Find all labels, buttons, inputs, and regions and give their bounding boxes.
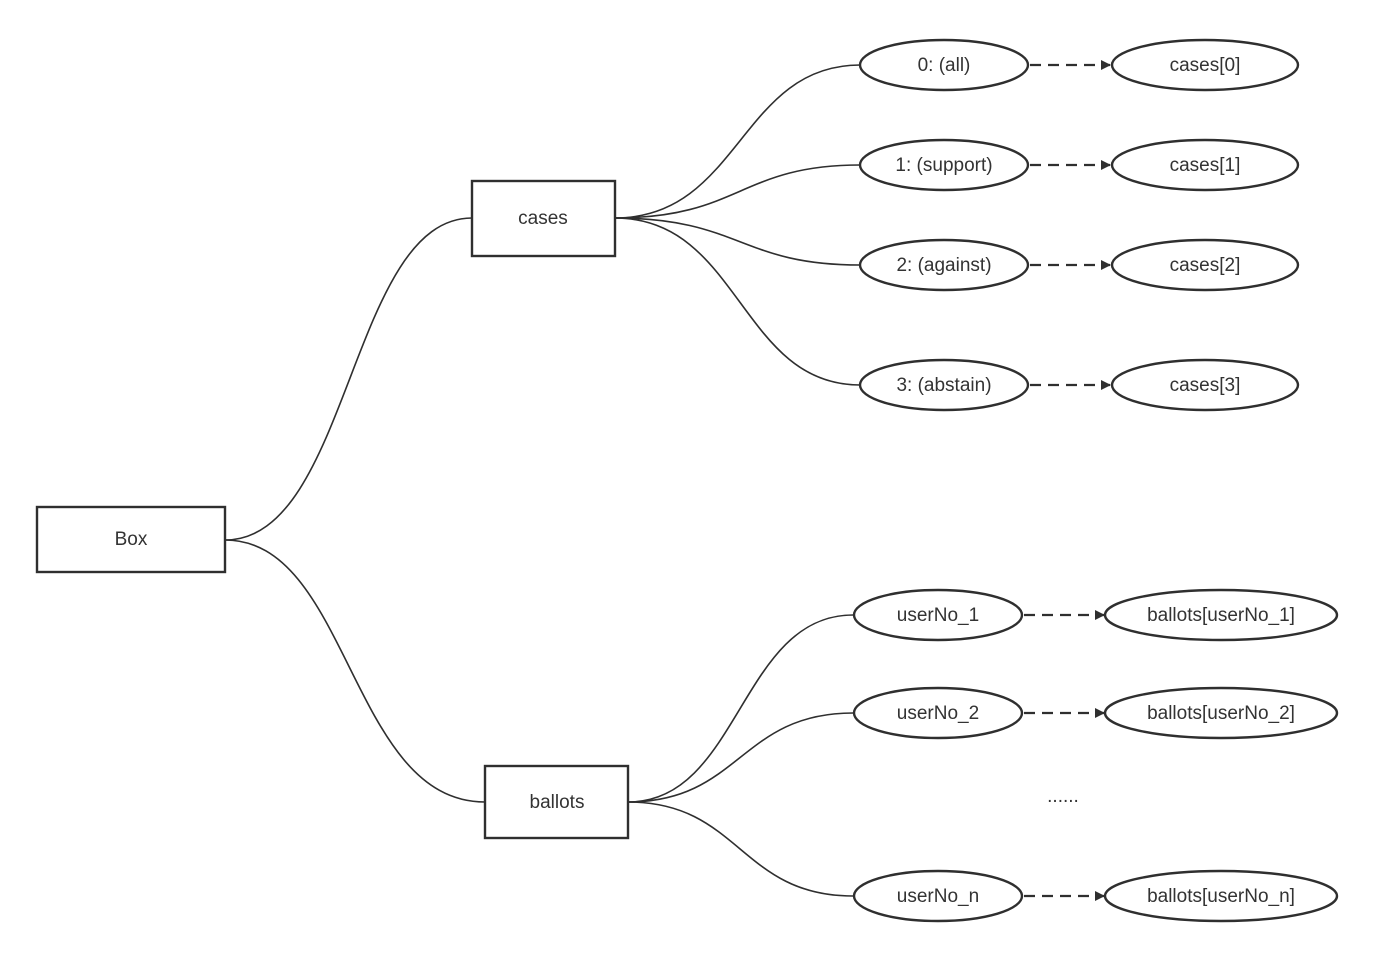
case-value-2-ellipse [1110, 238, 1300, 292]
node-box-rect [35, 505, 227, 574]
ballot-key-2-ellipse [852, 686, 1024, 740]
dashed-arrows [1024, 60, 1111, 901]
node-cases-rect [470, 179, 617, 258]
case-value-3-ellipse [1110, 358, 1300, 412]
edge-ballots-to-user-2 [627, 712, 854, 803]
case-key-2-label: 2: (against) [896, 255, 991, 276]
case-value-2-label: cases[2] [1170, 255, 1241, 276]
node-box: Box [35, 505, 227, 574]
ballot-key-1: userNo_1 [852, 588, 1024, 642]
case-key-0-label: 0: (all) [918, 55, 971, 76]
edge-cases-to-key-3 [614, 217, 861, 386]
case-key-0-ellipse [858, 38, 1030, 92]
case-key-0: 0: (all) [858, 38, 1030, 92]
case-value-3-label: cases[3] [1170, 375, 1241, 396]
edge-cases-to-key-2 [614, 217, 861, 266]
case-key-3: 3: (abstain) [858, 358, 1030, 412]
ballot-key-n: userNo_n [852, 869, 1024, 923]
edge-ballots-to-user-n [627, 801, 854, 897]
case-value-1-ellipse [1110, 138, 1300, 192]
ballot-key-n-ellipse [852, 869, 1024, 923]
ballot-key-2: userNo_2 [852, 686, 1024, 740]
case-value-0: cases[0] [1110, 38, 1300, 92]
ballot-key-2-label: userNo_2 [897, 703, 979, 724]
node-ballots-label: ballots [530, 792, 585, 813]
edge-ballots-to-user-1 [627, 614, 854, 803]
case-value-0-ellipse [1110, 38, 1300, 92]
node-ballots: ballots [483, 764, 630, 840]
ballot-key-1-label: userNo_1 [897, 605, 979, 626]
case-key-2-ellipse [858, 238, 1030, 292]
ballot-value-n: ballots[userNo_n] [1103, 869, 1339, 923]
ballot-value-1: ballots[userNo_1] [1103, 588, 1339, 642]
case-value-1: cases[1] [1110, 138, 1300, 192]
case-key-1: 1: (support) [858, 138, 1030, 192]
ballot-value-n-ellipse [1103, 869, 1339, 923]
edge-box-to-ballots [224, 539, 486, 803]
case-key-1-label: 1: (support) [895, 155, 992, 176]
ballot-value-2-label: ballots[userNo_2] [1147, 703, 1295, 724]
case-key-2: 2: (against) [858, 238, 1030, 292]
case-key-3-ellipse [858, 358, 1030, 412]
case-value-2: cases[2] [1110, 238, 1300, 292]
case-key-3-label: 3: (abstain) [896, 375, 991, 396]
case-key-1-ellipse [858, 138, 1030, 192]
ballot-value-1-label: ballots[userNo_1] [1147, 605, 1295, 626]
node-cases-label: cases [518, 208, 568, 229]
ballot-value-1-ellipse [1103, 588, 1339, 642]
tree-edges [224, 64, 861, 897]
node-box-label: Box [115, 529, 148, 550]
ballots-ellipsis: ...... [1047, 786, 1079, 807]
node-ballots-rect [483, 764, 630, 840]
edge-cases-to-key-0 [614, 64, 861, 219]
ballot-value-n-label: ballots[userNo_n] [1147, 886, 1295, 907]
node-cases: cases [470, 179, 617, 258]
edge-box-to-cases [224, 217, 473, 541]
ballot-value-2-ellipse [1103, 686, 1339, 740]
case-value-0-label: cases[0] [1170, 55, 1241, 76]
ballot-key-1-ellipse [852, 588, 1024, 642]
edge-cases-to-key-1 [614, 164, 861, 219]
ballot-key-n-label: userNo_n [897, 886, 979, 907]
ballot-value-2: ballots[userNo_2] [1103, 686, 1339, 740]
case-value-1-label: cases[1] [1170, 155, 1241, 176]
case-value-3: cases[3] [1110, 358, 1300, 412]
